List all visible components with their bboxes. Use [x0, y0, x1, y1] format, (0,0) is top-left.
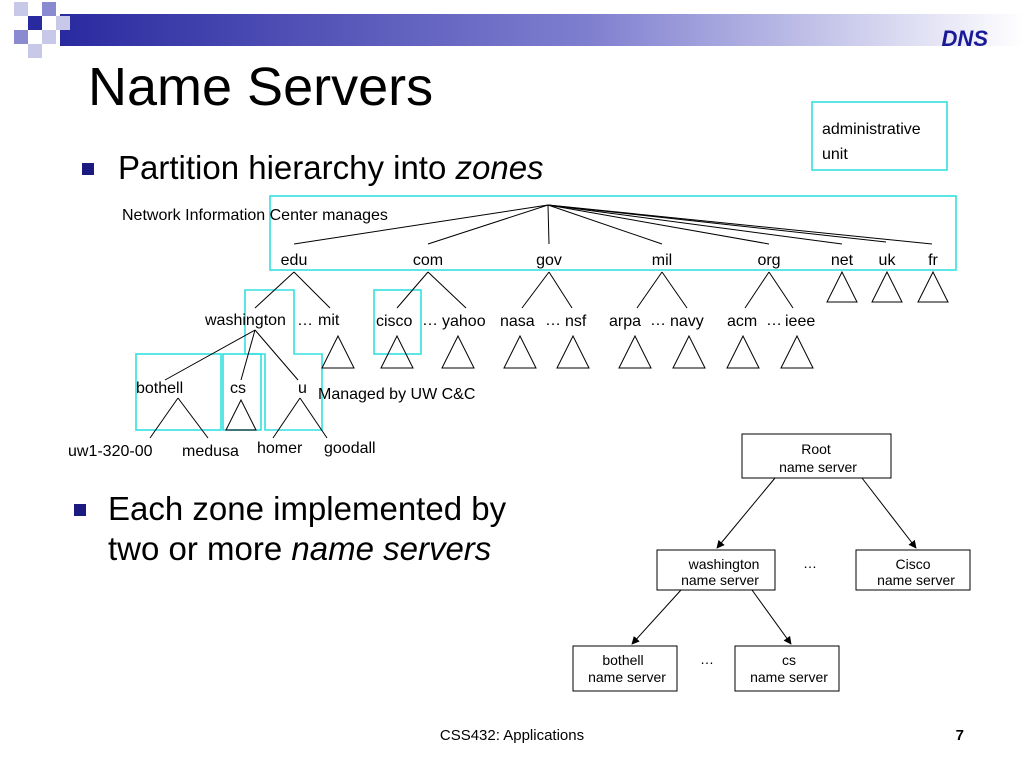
tld-com: com	[413, 252, 443, 269]
domain-nsf: nsf	[565, 313, 587, 330]
ellipsis-edu: …	[297, 312, 313, 329]
root-ns-line2: name server	[779, 459, 857, 475]
cs-ns-line1: cs	[782, 652, 796, 668]
cs-name-server-box	[734, 645, 840, 692]
bullet-1-emph: zones	[455, 149, 544, 186]
slide-topic: DNS	[941, 26, 988, 51]
ellipsis-gov: …	[545, 312, 561, 329]
cisco-ns-line1: Cisco	[895, 556, 930, 572]
bullet-2-line2-prefix: two or more	[108, 529, 292, 567]
zone-box-bothell	[135, 353, 222, 431]
header-decoration	[14, 2, 1024, 58]
washington-ns-line1: washington	[688, 556, 760, 572]
subdomain-u: u	[298, 380, 307, 397]
arrow-root-to-washington	[716, 477, 776, 549]
arrow-root-to-cisco	[861, 477, 917, 549]
ns-ellipsis-top: …	[803, 555, 817, 571]
tld-uk: uk	[879, 252, 897, 269]
root-name-server-box	[741, 433, 892, 479]
domain-mit: mit	[318, 312, 340, 329]
slide-title: Name Servers	[88, 57, 434, 117]
domain-acm: acm	[727, 313, 757, 330]
zone-box-nic	[269, 195, 957, 271]
washington-ns-line2: name server	[681, 572, 759, 588]
ns-ellipsis-bottom: …	[700, 651, 714, 667]
cisco-name-server-box	[855, 549, 971, 591]
domain-cisco: cisco	[376, 313, 413, 330]
domain-washington: washington	[204, 312, 286, 329]
host-medusa: medusa	[182, 443, 239, 460]
bothell-ns-line1: bothell	[602, 652, 643, 668]
bullet-text-2: Each zone implemented by two or more nam…	[108, 489, 506, 568]
ellipsis-com: …	[422, 312, 438, 329]
domain-arpa: arpa	[609, 313, 641, 330]
zone-box-cisco	[373, 289, 422, 355]
host-homer: homer	[257, 440, 303, 457]
managed-by-label: Managed by UW C&C	[318, 386, 475, 403]
ellipsis-mil: …	[650, 312, 666, 329]
bullet-2-line2-emph: name servers	[291, 529, 492, 567]
host-uw1-320-00: uw1-320-00	[68, 443, 153, 460]
bullet-marker-2	[74, 504, 86, 516]
domain-ieee: ieee	[785, 313, 815, 330]
page-number: 7	[955, 727, 964, 744]
subdomain-bothell: bothell	[136, 380, 183, 397]
arrow-washington-to-bothell	[631, 589, 682, 645]
bullet-1-text: Partition hierarchy into	[118, 149, 456, 186]
domain-navy: navy	[670, 313, 704, 330]
root-ns-line1: Root	[801, 441, 831, 457]
bothell-name-server-box	[572, 645, 678, 692]
tld-mil: mil	[652, 252, 672, 269]
tld-fr: fr	[928, 252, 938, 269]
cisco-ns-line2: name server	[877, 572, 955, 588]
tld-gov: gov	[536, 252, 562, 269]
legend-label-line1: administrative	[822, 121, 921, 138]
cs-ns-line2: name server	[750, 669, 828, 685]
bullet-2-line1: Each zone implemented by	[108, 490, 507, 527]
domain-nasa: nasa	[500, 313, 535, 330]
host-goodall: goodall	[324, 440, 376, 457]
bullet-text-1: Partition hierarchy into zones	[118, 148, 544, 188]
arrow-washington-to-cs	[751, 589, 792, 645]
ellipsis-org: …	[766, 312, 782, 329]
footer-course: CSS432: Applications	[439, 727, 585, 744]
subdomain-cs: cs	[230, 380, 246, 397]
tld-edu: edu	[281, 252, 308, 269]
domain-yahoo: yahoo	[442, 313, 486, 330]
tld-net: net	[831, 252, 854, 269]
bothell-ns-line2: name server	[588, 669, 666, 685]
tld-org: org	[757, 252, 780, 269]
nic-label: Network Information Center manages	[122, 207, 388, 224]
legend-zone-box	[811, 101, 948, 171]
bullet-marker-1	[82, 163, 94, 175]
legend-label-line2: unit	[822, 146, 848, 163]
washington-name-server-box	[656, 549, 776, 591]
zone-box-washington	[244, 289, 323, 431]
